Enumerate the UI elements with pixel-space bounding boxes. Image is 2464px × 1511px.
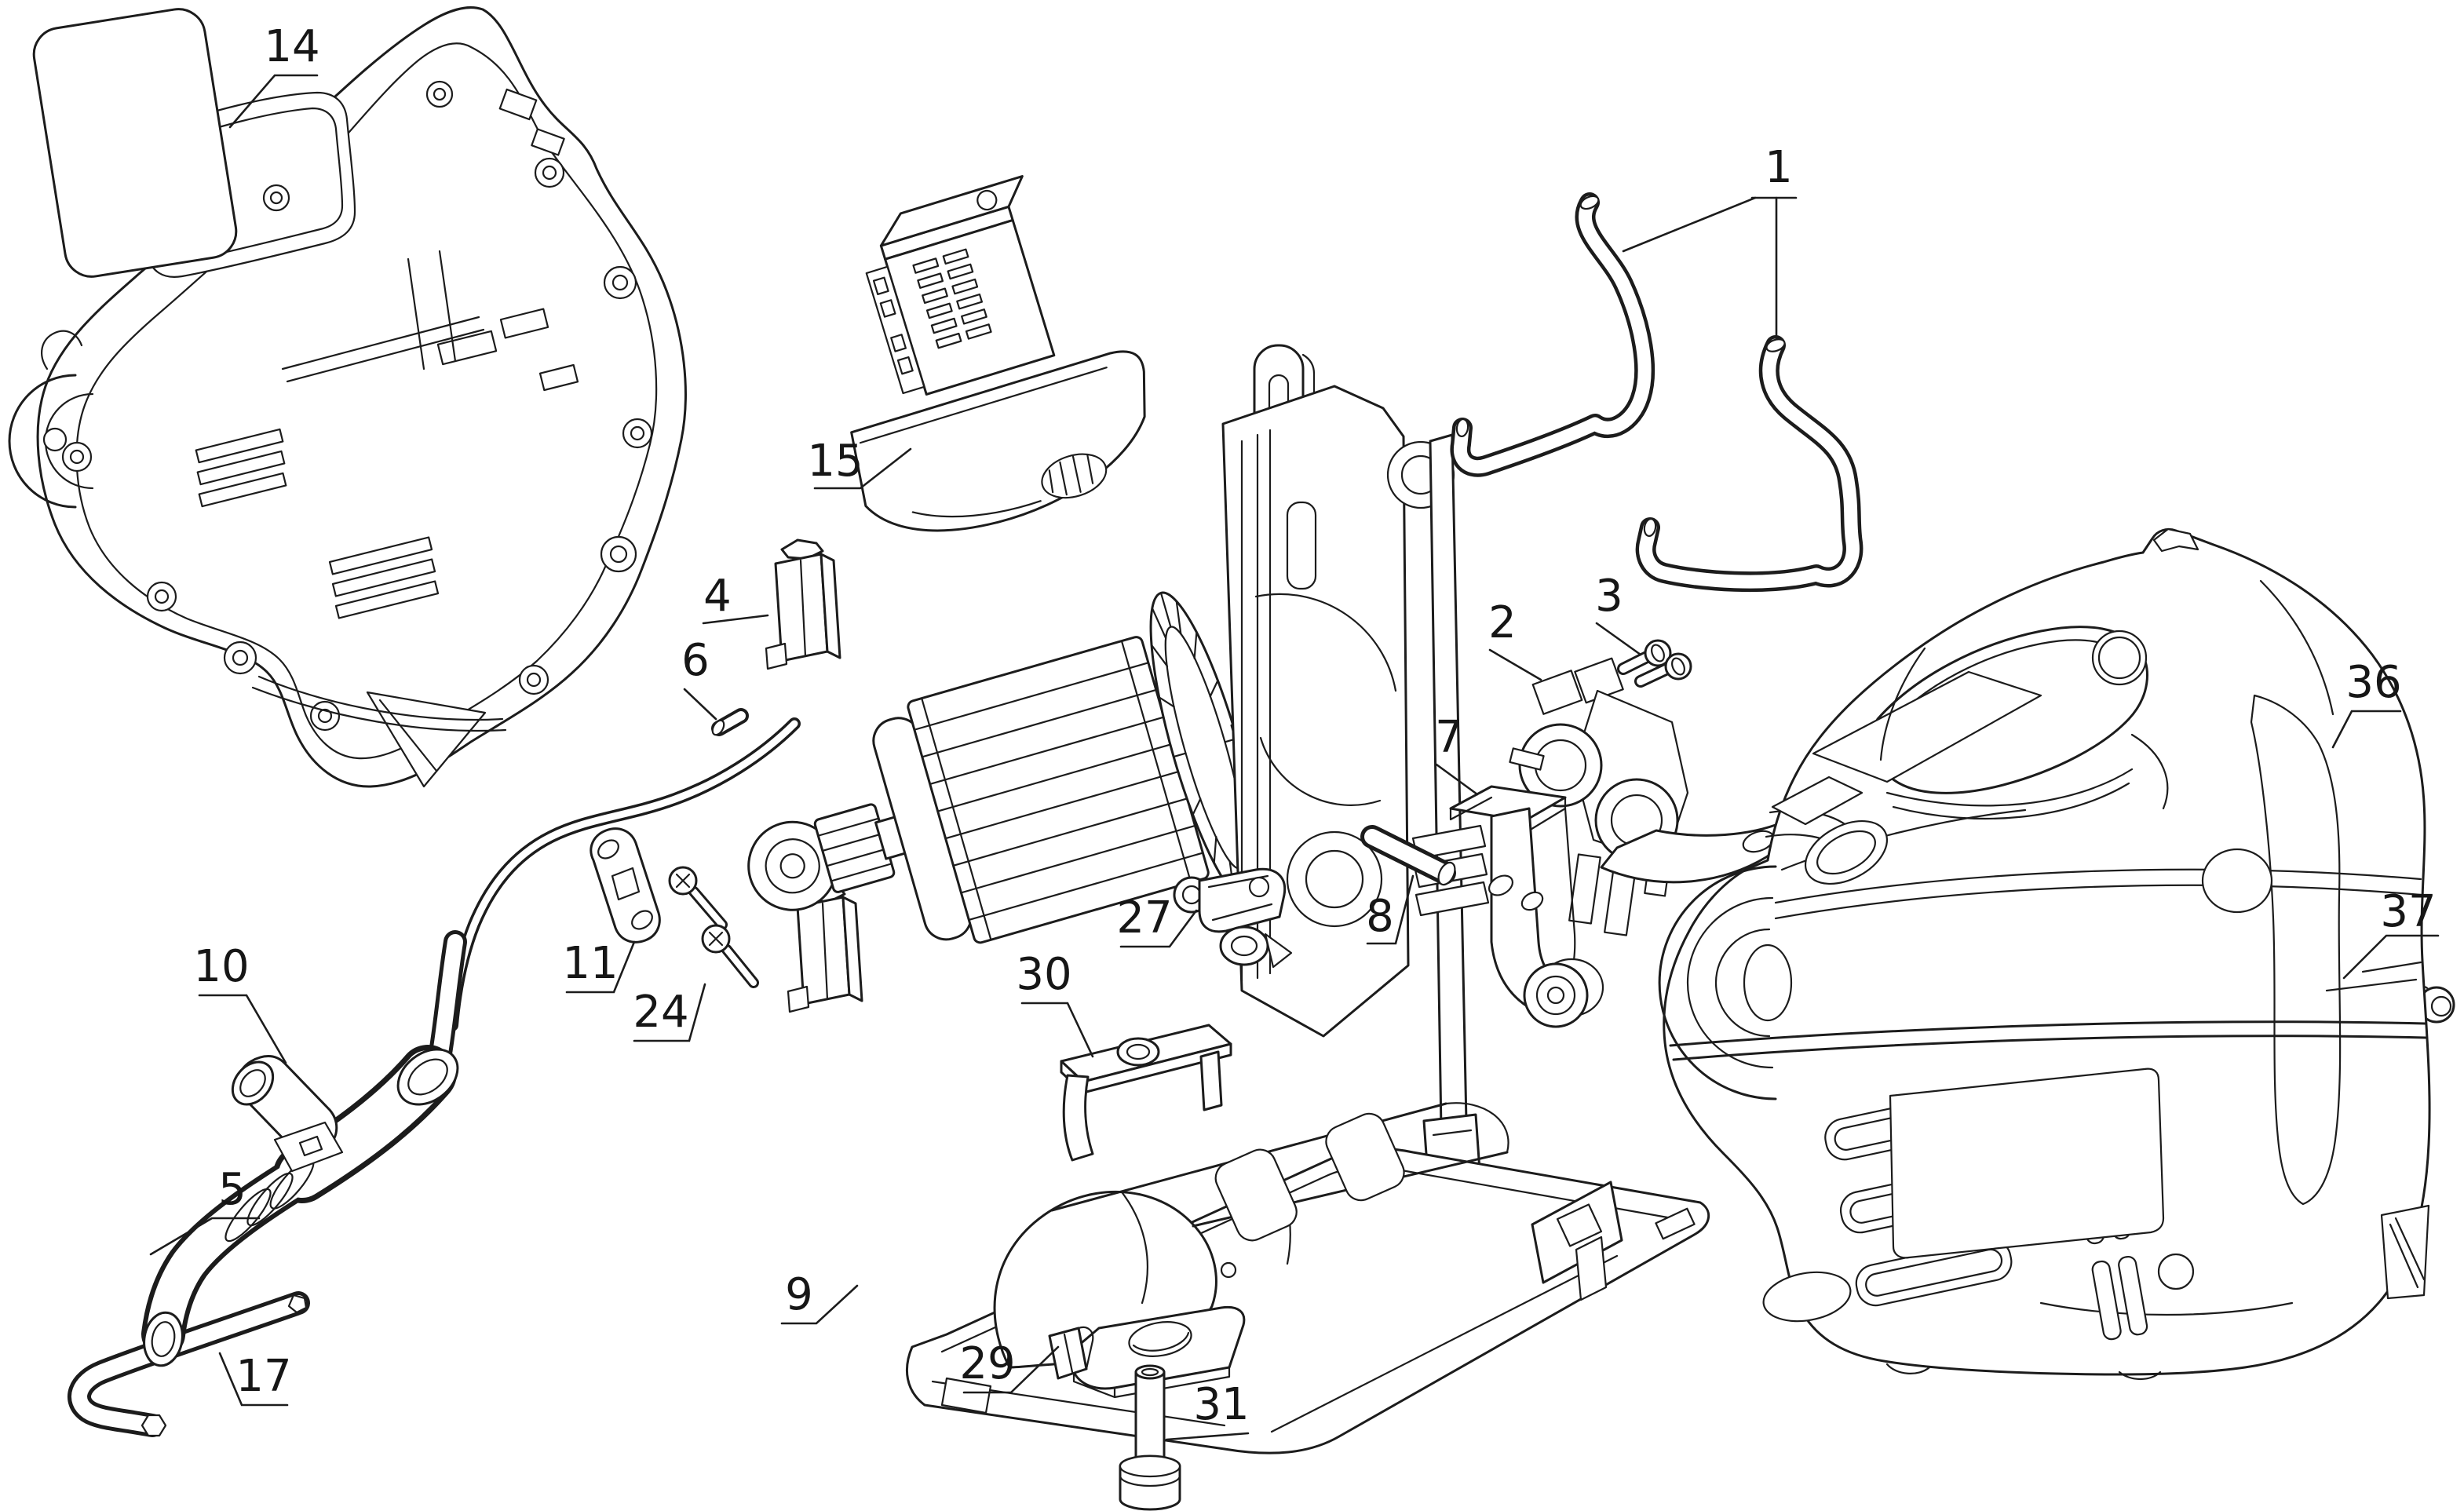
part-screw-pair-24 bbox=[668, 866, 759, 988]
housing-ribs bbox=[195, 250, 579, 619]
part-blade-clamp bbox=[1173, 867, 1293, 969]
callout-7: 7 bbox=[1435, 712, 1463, 763]
callout-29: 29 bbox=[959, 1338, 1015, 1389]
leader-line-24 bbox=[633, 983, 706, 1042]
callout-2: 2 bbox=[1488, 597, 1517, 648]
part-clamp-plate bbox=[590, 827, 661, 943]
leader-line-10 bbox=[198, 994, 287, 1064]
part-switch-assembly bbox=[850, 175, 1146, 532]
leader-line-14 bbox=[228, 74, 319, 129]
part-nameplate-label bbox=[32, 8, 238, 278]
callout-1: 1 bbox=[1765, 142, 1793, 193]
part-wire-form-a bbox=[1450, 192, 1655, 477]
part-shoe-bolt bbox=[1119, 1364, 1181, 1511]
part-shoe-clamp-plate bbox=[1048, 1305, 1246, 1399]
callout-3: 3 bbox=[1595, 571, 1623, 622]
part-shoe-assembly bbox=[906, 1102, 1710, 1454]
callout-15: 15 bbox=[807, 436, 863, 487]
leader-line-30 bbox=[1020, 1002, 1094, 1058]
part-brush-holder-lower bbox=[787, 881, 863, 1013]
callout-11: 11 bbox=[562, 938, 618, 989]
part-pivot-pin bbox=[1360, 825, 1456, 886]
leader-line-6 bbox=[683, 688, 717, 721]
callout-17: 17 bbox=[235, 1351, 291, 1402]
part-support-bracket bbox=[1060, 1024, 1232, 1162]
part-cord-clamp bbox=[231, 1055, 344, 1173]
part-gear-plunger-assembly bbox=[1221, 344, 1490, 1189]
leader-line-3 bbox=[1595, 622, 1642, 656]
part-right-housing-half bbox=[1658, 527, 2431, 1381]
callout-31: 31 bbox=[1193, 1379, 1249, 1430]
callout-8: 8 bbox=[1366, 891, 1394, 942]
leader-line-36 bbox=[2331, 710, 2402, 749]
callout-37: 37 bbox=[2380, 886, 2436, 937]
callout-36: 36 bbox=[2345, 657, 2401, 708]
part-cord-protector bbox=[141, 717, 801, 1367]
leader-line-9 bbox=[780, 1284, 859, 1325]
callout-9: 9 bbox=[785, 1269, 813, 1320]
part-screw-pair-3 bbox=[1617, 639, 1692, 688]
part-wire-form-b bbox=[1635, 335, 1864, 593]
leader-line-37 bbox=[2342, 934, 2440, 980]
leader-line-29 bbox=[962, 1345, 1060, 1394]
leader-line-15 bbox=[813, 447, 912, 490]
callout-5: 5 bbox=[218, 1164, 246, 1215]
callout-30: 30 bbox=[1016, 949, 1071, 1000]
part-brush-holder-upper bbox=[765, 538, 841, 670]
leader-line-27 bbox=[1119, 909, 1198, 948]
callout-10: 10 bbox=[193, 941, 249, 992]
leader-line-4 bbox=[702, 614, 769, 625]
switch-vent-slats bbox=[912, 248, 992, 349]
part-counterbalance-assembly bbox=[1509, 657, 1787, 936]
leader-line-5 bbox=[149, 1217, 261, 1256]
leader-line-17 bbox=[218, 1352, 289, 1407]
leader-line-1 bbox=[1622, 196, 1757, 253]
callout-24: 24 bbox=[633, 987, 688, 1038]
callout-27: 27 bbox=[1116, 892, 1172, 943]
callout-6: 6 bbox=[681, 635, 710, 686]
leader-line-11 bbox=[565, 940, 636, 994]
callout-4: 4 bbox=[703, 571, 732, 622]
leader-line-8 bbox=[1366, 874, 1415, 945]
leader-line-2 bbox=[1488, 648, 1542, 681]
callout-14: 14 bbox=[264, 21, 319, 72]
leader-line-7 bbox=[1435, 763, 1479, 796]
leader-line-31 bbox=[1165, 1432, 1250, 1441]
part-roller-lever bbox=[1449, 785, 1604, 1028]
part-hex-wrench bbox=[68, 1291, 310, 1437]
part-set-pin bbox=[711, 708, 749, 736]
